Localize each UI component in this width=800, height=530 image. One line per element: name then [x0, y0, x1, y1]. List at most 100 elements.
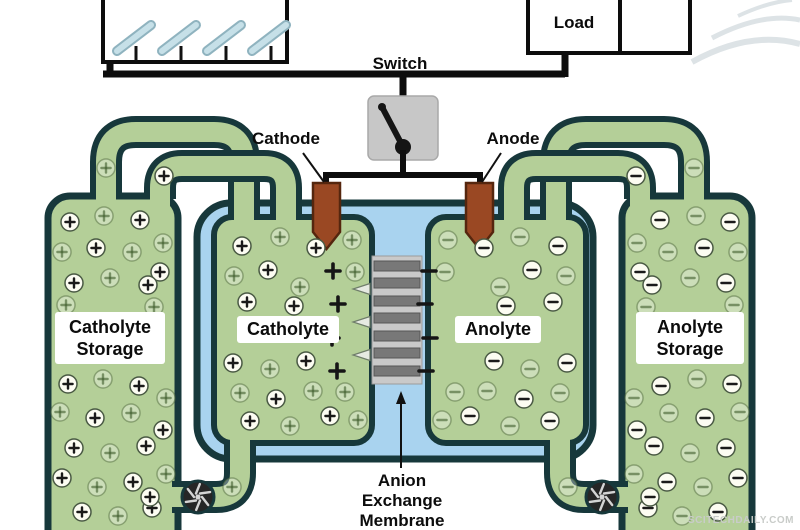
plus-ion-symbol: [100, 443, 120, 463]
plus-ion-symbol: [296, 351, 316, 371]
minus-ion-symbol: [484, 351, 504, 371]
minus-ion-symbol: [445, 382, 465, 402]
ion-flow-arrow: [351, 315, 371, 329]
minus-ion-symbol: [658, 242, 678, 262]
anode-leader-line: [481, 152, 502, 183]
power-source-label: Power Source: [140, 0, 250, 2]
minus-ion-symbol: [460, 406, 480, 426]
catholyte-storage-line2: Storage: [76, 339, 144, 359]
switch-pivot: [395, 139, 411, 155]
minus-ion-symbol: [694, 238, 714, 258]
minus-ion-symbol: [435, 262, 455, 282]
minus-ion-symbol: [730, 402, 750, 422]
minus-ion-symbol: [627, 233, 647, 253]
minus-ion-symbol: [680, 268, 700, 288]
plus-ion-symbol: [150, 262, 170, 282]
plus-ion-symbol: [87, 477, 107, 497]
power-source-box: [101, 0, 291, 64]
anolyte-storage-label: Anolyte Storage: [636, 312, 744, 364]
plus-ion-symbol: [130, 210, 150, 230]
plus-ion-symbol: [153, 233, 173, 253]
plus-ion-bold: [329, 295, 347, 313]
plus-ion-symbol: [335, 382, 355, 402]
plus-ion-symbol: [230, 383, 250, 403]
plus-ion-symbol: [64, 438, 84, 458]
cathode-electrode: [311, 181, 342, 252]
anode-label: Anode: [486, 129, 540, 148]
plus-ion-symbol: [260, 359, 280, 379]
cathode-leader-line: [302, 152, 325, 183]
plus-ion-symbol: [342, 230, 362, 250]
plus-ion-symbol: [156, 464, 176, 484]
anode-electrode: [464, 181, 495, 252]
load-box: [526, 0, 692, 55]
minus-ion-symbol: [657, 472, 677, 492]
catholyte-label: Catholyte: [237, 316, 340, 343]
minus-ion-symbol: [650, 210, 670, 230]
minus-ion-symbol: [550, 383, 570, 403]
plus-ion-symbol: [237, 292, 257, 312]
plus-ion-symbol: [60, 212, 80, 232]
minus-ion-symbol: [514, 389, 534, 409]
plus-ion-symbol: [266, 389, 286, 409]
plus-ion-symbol: [96, 158, 116, 178]
plus-ion-symbol: [290, 277, 310, 297]
plus-ion-symbol: [345, 262, 365, 282]
minus-ion-symbol: [557, 353, 577, 373]
plus-ion-symbol: [154, 166, 174, 186]
plus-ion-symbol: [222, 477, 242, 497]
anolyte-label: Anolyte: [455, 316, 542, 343]
minus-ion-symbol: [684, 158, 704, 178]
anion-exchange-membrane: [371, 255, 423, 385]
minus-ion-symbol: [693, 477, 713, 497]
minus-ion-symbol: [686, 206, 706, 226]
anolyte-storage-line1: Anolyte: [656, 317, 723, 337]
minus-ion-symbol: [722, 374, 742, 394]
plus-ion-symbol: [85, 408, 105, 428]
solar-panel-icons: [112, 20, 291, 61]
plus-ion-symbol: [232, 236, 252, 256]
plus-ion-symbol: [86, 238, 106, 258]
plus-ion-symbol: [280, 416, 300, 436]
minus-ion-symbol: [630, 262, 650, 282]
membrane-label-line1: Anion: [377, 471, 427, 490]
plus-ion-symbol: [52, 242, 72, 262]
minus-ion-symbol: [438, 230, 458, 250]
minus-ion-symbol: [627, 420, 647, 440]
minus-ion-symbol: [432, 410, 452, 430]
minus-ion-symbol: [728, 468, 748, 488]
minus-ion-symbol: [477, 381, 497, 401]
minus-ion-symbol: [540, 411, 560, 431]
ion-flow-arrow: [351, 282, 371, 296]
leader-lines: [302, 152, 502, 468]
minus-ion-symbol: [716, 438, 736, 458]
minus-ion-symbol: [720, 212, 740, 232]
plus-ion-symbol: [270, 227, 290, 247]
plus-ion-symbol: [284, 296, 304, 316]
electrode-wire: [323, 172, 483, 189]
plus-ion-symbol: [303, 381, 323, 401]
plus-ion-symbol: [93, 369, 113, 389]
plus-ion-symbol: [140, 487, 160, 507]
membrane-label: Anion Exchange Membrane: [340, 471, 464, 530]
minus-ion-symbol: [695, 408, 715, 428]
plus-ion-symbol: [121, 403, 141, 423]
minus-ion-symbol: [490, 277, 510, 297]
plus-ion-symbol: [156, 388, 176, 408]
watermark: SCITECHDAILY.COM: [688, 515, 794, 526]
minus-ion-symbol: [500, 416, 520, 436]
plus-ion-symbol: [100, 268, 120, 288]
plus-ion-symbol: [64, 273, 84, 293]
plus-ion-symbol: [136, 436, 156, 456]
minus-ion-symbol: [510, 227, 530, 247]
minus-ion-symbol: [716, 273, 736, 293]
switch-body: [367, 95, 439, 161]
plus-ion-symbol: [108, 506, 128, 526]
plus-ion-symbol: [129, 376, 149, 396]
minus-ion-symbol: [708, 502, 728, 522]
minus-ion-symbol: [687, 369, 707, 389]
minus-ion-symbol: [474, 238, 494, 258]
switch-lever: [379, 104, 404, 146]
